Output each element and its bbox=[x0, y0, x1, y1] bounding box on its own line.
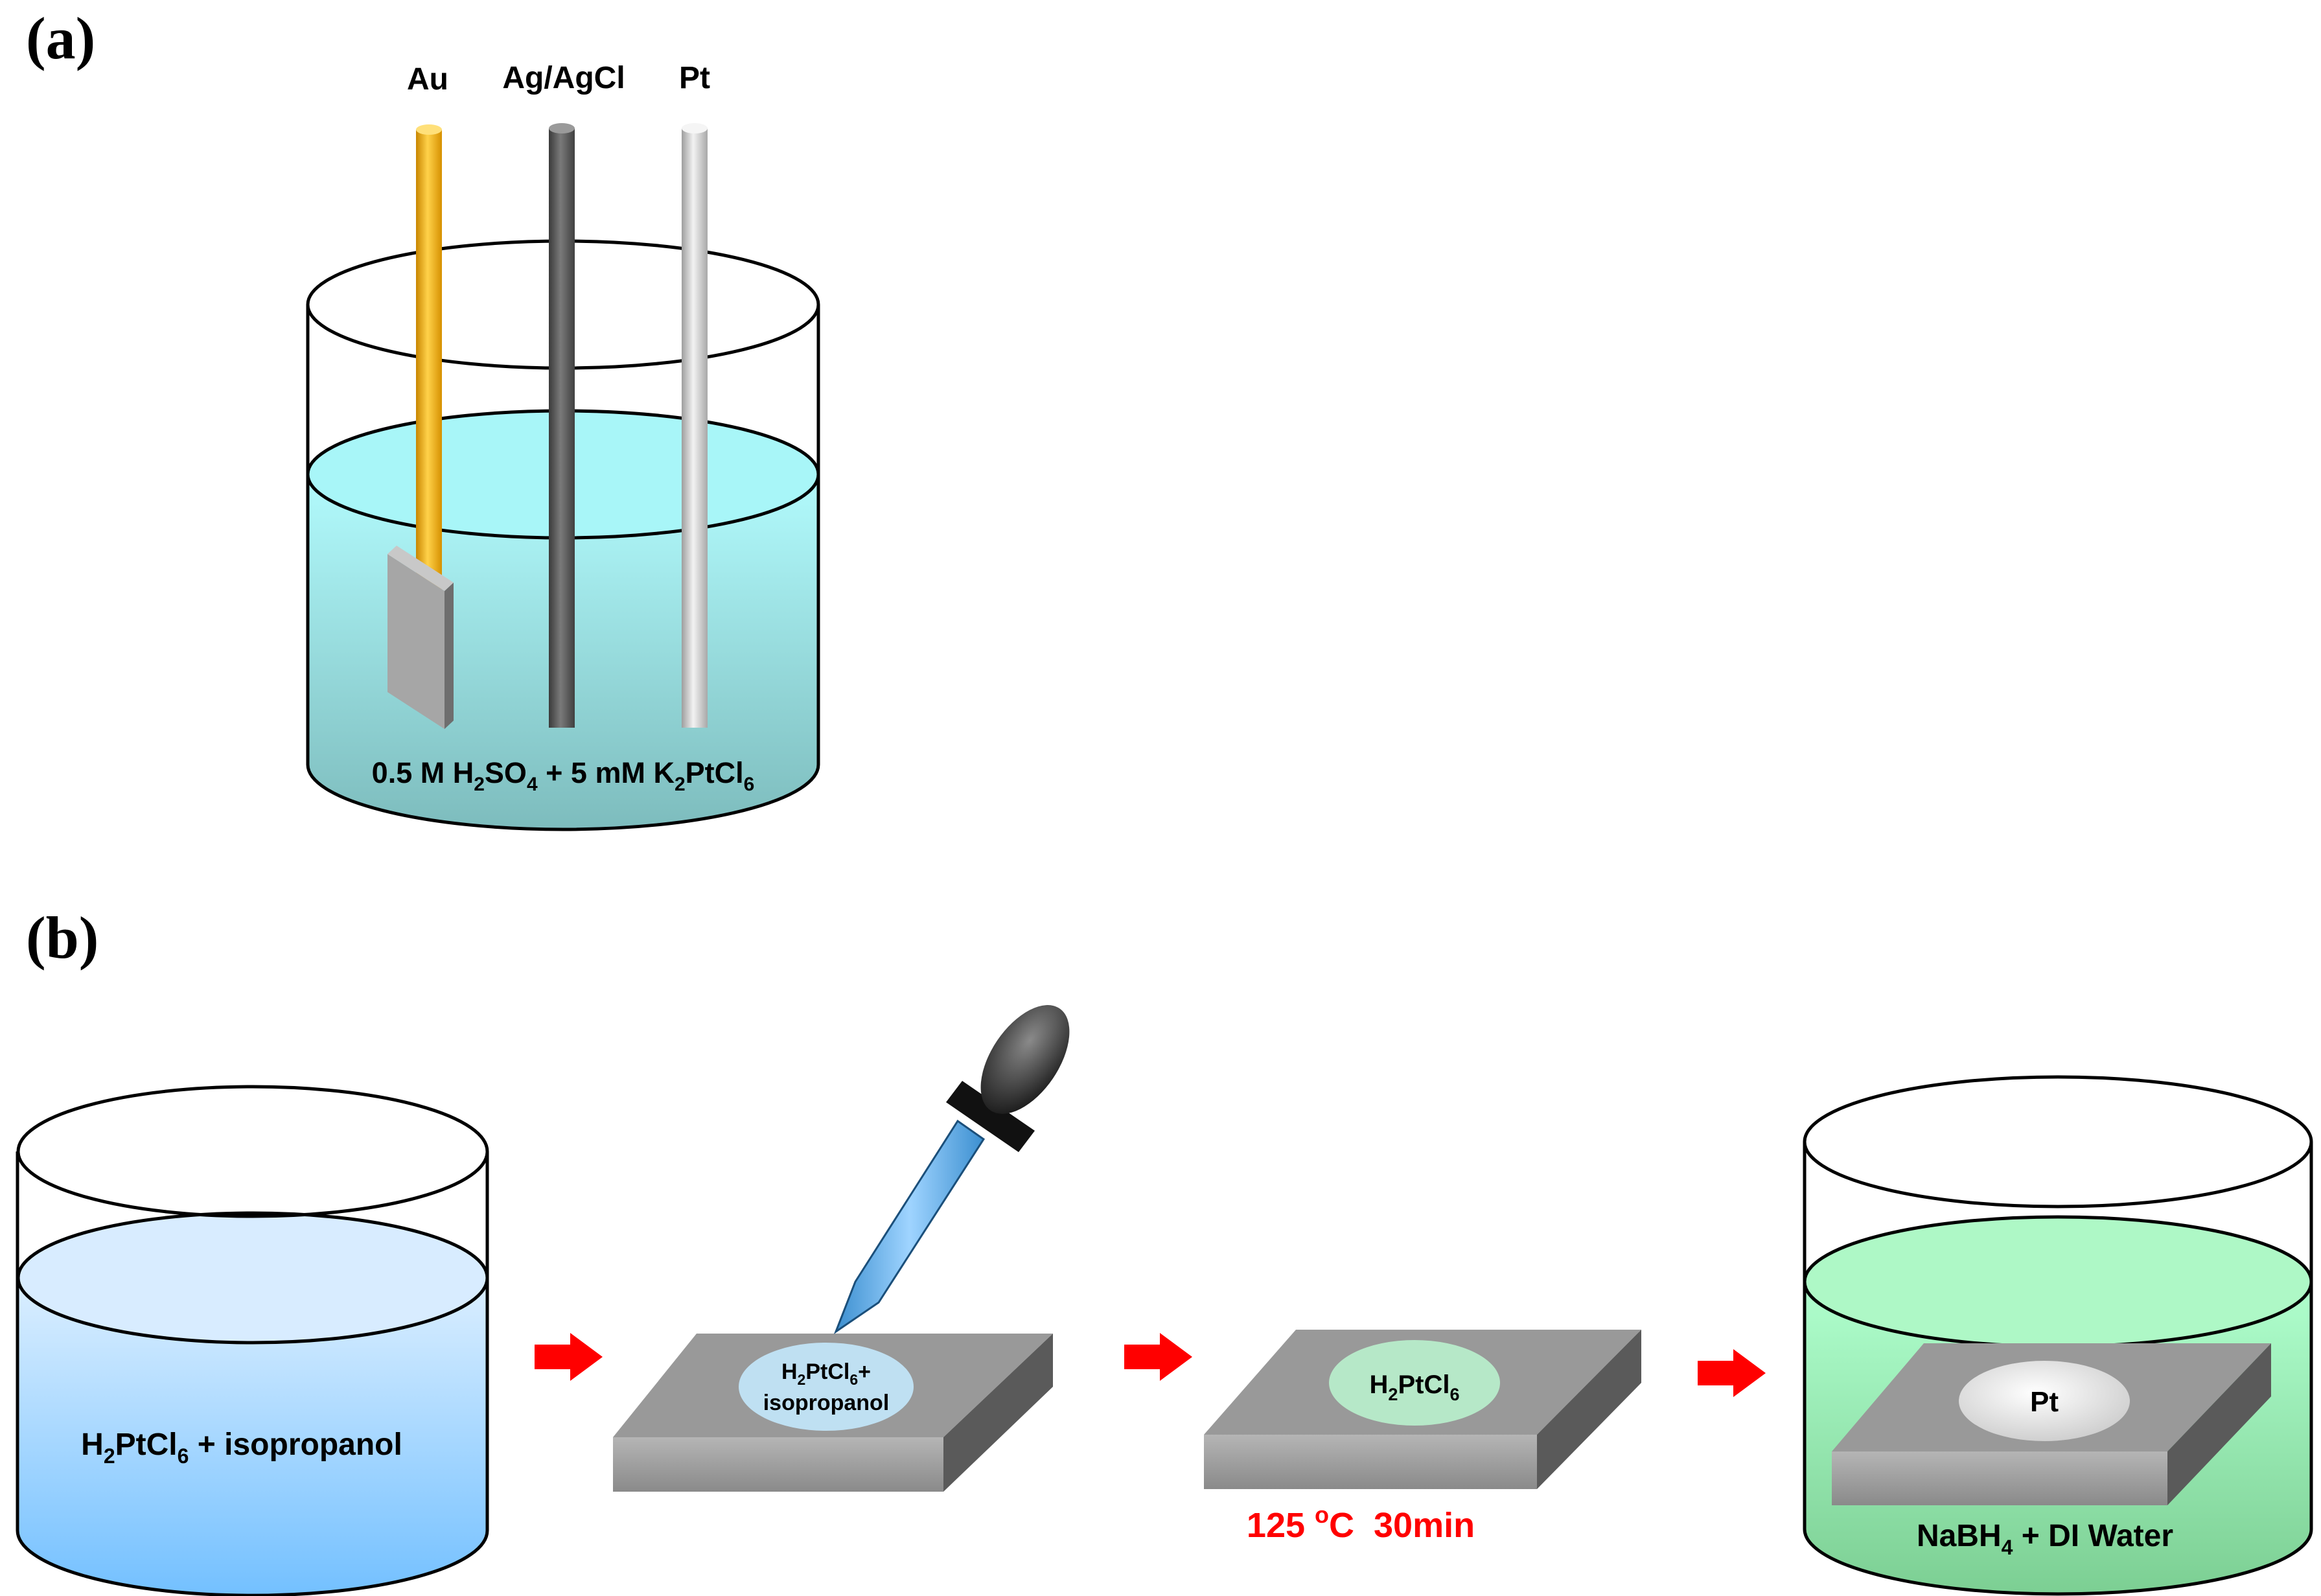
platinum-electrode bbox=[682, 123, 708, 728]
substrate-4-side bbox=[2167, 1343, 2271, 1505]
panel-a: (a) Au Ag/AgCl Pt 0.5 M bbox=[26, 5, 820, 831]
substrate-4-front bbox=[1832, 1451, 2167, 1505]
beaker-a-walls bbox=[306, 305, 820, 831]
dropper-bulb bbox=[980, 1005, 1070, 1114]
precursor-droplet bbox=[739, 1343, 914, 1431]
drop-cast-step: H2PtCl6+isopropanol bbox=[613, 1005, 1070, 1492]
panel-b: (b) H2PtCl6 + isopropanol H2PtCl6+isopro… bbox=[16, 905, 2313, 1596]
pt-electrode-label: Pt bbox=[679, 61, 710, 95]
precursor-surface bbox=[16, 1211, 489, 1345]
panel-a-label: (a) bbox=[26, 5, 95, 71]
process-arrow-3 bbox=[1698, 1349, 1766, 1397]
precursor-label: H2PtCl6 + isopropanol bbox=[81, 1428, 402, 1468]
dropper-tube bbox=[833, 1119, 986, 1334]
substrate-2-front bbox=[613, 1437, 943, 1492]
pt-deposit-label: Pt bbox=[2030, 1386, 2059, 1418]
au-electrode-label: Au bbox=[407, 62, 448, 97]
dropper-collar bbox=[946, 1081, 1035, 1152]
gold-electrode bbox=[387, 124, 454, 729]
dropper-icon bbox=[833, 1005, 1070, 1334]
working-substrate bbox=[387, 554, 445, 729]
reference-electrode bbox=[549, 123, 575, 728]
process-arrow-2 bbox=[1124, 1333, 1192, 1381]
reducing-solution-label: NaBH4 + DI Water bbox=[1917, 1519, 2173, 1559]
substrate-3-front bbox=[1204, 1435, 1537, 1489]
substrate-3-side bbox=[1537, 1330, 1641, 1489]
precursor-solution bbox=[17, 1278, 487, 1596]
reduction-beaker: Pt NaBH4 + DI Water bbox=[1803, 1075, 2313, 1596]
reduction-beaker-walls bbox=[1803, 1142, 2313, 1596]
droplet-label: H2PtCl6+isopropanol bbox=[763, 1359, 890, 1415]
electrolyte-label: 0.5 M H2SO4 + 5 mM K2PtCl6 bbox=[372, 756, 755, 795]
precursor-beaker-rim bbox=[16, 1085, 489, 1218]
panel-b-label: (b) bbox=[26, 905, 98, 971]
reducing-surface bbox=[1803, 1215, 2313, 1348]
precursor-beaker-walls bbox=[16, 1151, 489, 1596]
pt-deposit bbox=[1959, 1361, 2130, 1441]
precursor-beaker: H2PtCl6 + isopropanol bbox=[16, 1085, 489, 1596]
ref-electrode-label: Ag/AgCl bbox=[502, 61, 625, 95]
heating-step: H2PtCl6 125 oC 30min bbox=[1204, 1330, 1641, 1545]
process-arrow-1 bbox=[535, 1333, 603, 1381]
dried-precursor-spot bbox=[1329, 1340, 1500, 1426]
heat-treatment-label: 125 oC 30min bbox=[1247, 1501, 1475, 1545]
substrate-2-side bbox=[943, 1334, 1053, 1492]
reduction-beaker-rim bbox=[1803, 1075, 2313, 1209]
dried-precursor-label: H2PtCl6 bbox=[1370, 1370, 1460, 1404]
